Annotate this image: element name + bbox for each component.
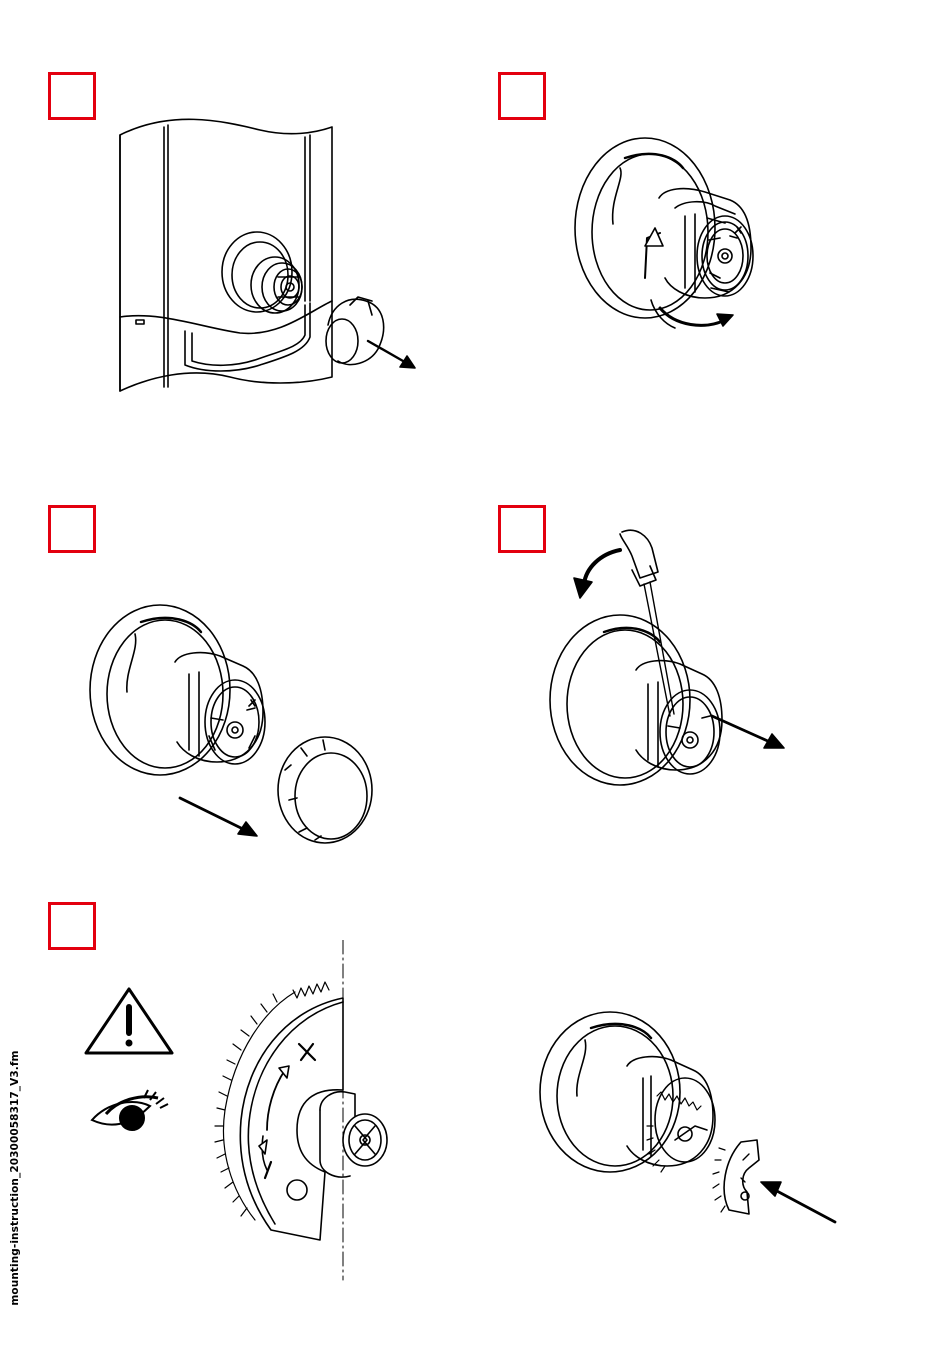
warning-icon (82, 985, 176, 1057)
figure-rotate-ring (565, 128, 770, 343)
figure-remove-knob (110, 115, 430, 400)
step-box-2 (498, 72, 546, 120)
step-box-4 (498, 505, 546, 553)
figure-limit-stop-detail (205, 940, 405, 1285)
figure-install-stop (535, 1010, 840, 1230)
step-box-3 (48, 505, 96, 553)
eye-icon (88, 1088, 170, 1138)
figure-pull-off-ring (85, 600, 395, 855)
document-filename-label: mounting-instruction_20300058317_V3.fm (9, 1028, 21, 1328)
step-box-5 (48, 902, 96, 950)
step-box-1 (48, 72, 96, 120)
figure-loosen-screw (540, 520, 790, 790)
